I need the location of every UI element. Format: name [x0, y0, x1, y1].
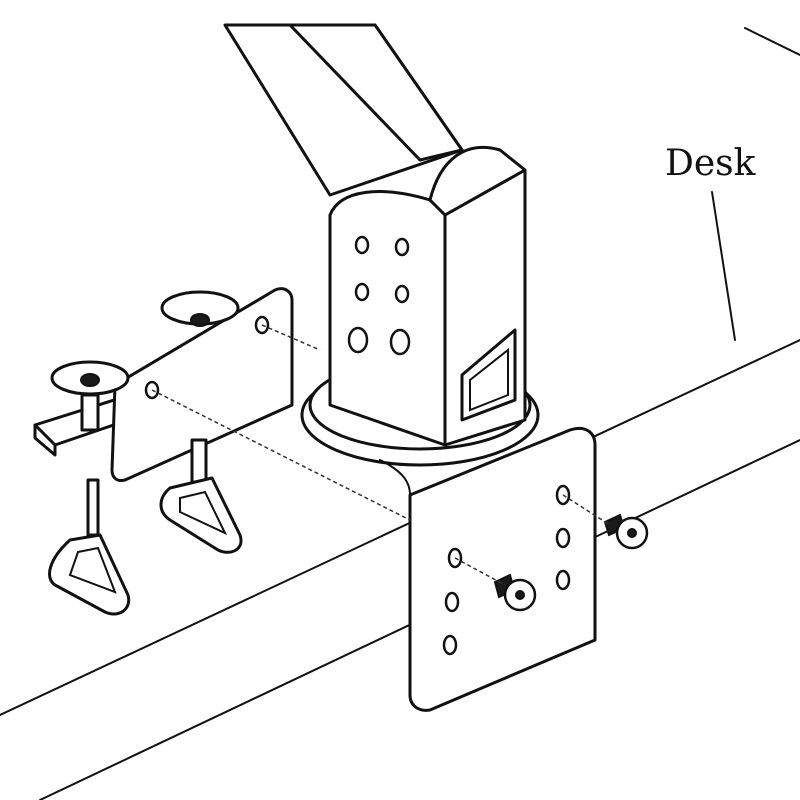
screw-upper	[603, 513, 649, 550]
alignment-line	[454, 557, 506, 586]
post-hole	[394, 237, 410, 257]
post-square-opening-inner	[469, 347, 509, 412]
clamp-assembly	[33, 287, 294, 616]
post-hole	[354, 282, 370, 302]
clamp-vertical-plate	[110, 287, 294, 482]
post-block	[328, 145, 527, 447]
hook-shaft	[86, 478, 100, 537]
bracket-bend	[379, 459, 411, 496]
screw-lower	[493, 573, 537, 612]
bracket-hole	[555, 527, 571, 549]
screw-socket-icon	[627, 528, 637, 538]
hook-loop	[159, 476, 243, 554]
post-front-face	[328, 190, 447, 447]
clamp-knob-right	[160, 290, 240, 327]
screw-socket-icon	[515, 590, 525, 600]
post-hole-large	[347, 326, 369, 354]
clamp-top-plate-edge	[33, 423, 57, 457]
post-hole-large	[389, 328, 411, 356]
bracket-hole	[444, 591, 460, 613]
hook-shaft	[190, 438, 208, 484]
clamp-hook-left	[48, 478, 131, 616]
bracket-hole	[442, 634, 458, 656]
desk-back-edge	[744, 27, 800, 56]
desk-label: Desk	[665, 143, 757, 341]
alignment-line	[151, 389, 411, 521]
bracket-vertical-plate	[408, 426, 597, 712]
post-top-face	[428, 145, 527, 217]
knob-stem	[80, 393, 100, 432]
alignment-line	[562, 494, 611, 526]
post-hole	[354, 235, 370, 255]
alignment-lines	[151, 324, 611, 586]
hook-loop-inner	[68, 546, 117, 594]
alignment-line	[261, 324, 321, 351]
hook-loop-inner	[179, 490, 228, 536]
clamp-hook-right	[159, 438, 243, 554]
desk-leader-line	[711, 191, 736, 341]
desk-label-text: Desk	[665, 143, 757, 184]
post-hole	[394, 284, 410, 304]
knob-center	[190, 313, 210, 327]
bracket-hole	[555, 569, 571, 591]
arm-pole	[223, 23, 464, 197]
knob-center	[80, 373, 100, 387]
l-bracket	[379, 426, 597, 712]
hook-loop	[48, 533, 131, 616]
pole-side-face	[288, 23, 464, 162]
clamp-knob-left	[50, 360, 130, 432]
desk-top-front-edge	[0, 339, 800, 716]
